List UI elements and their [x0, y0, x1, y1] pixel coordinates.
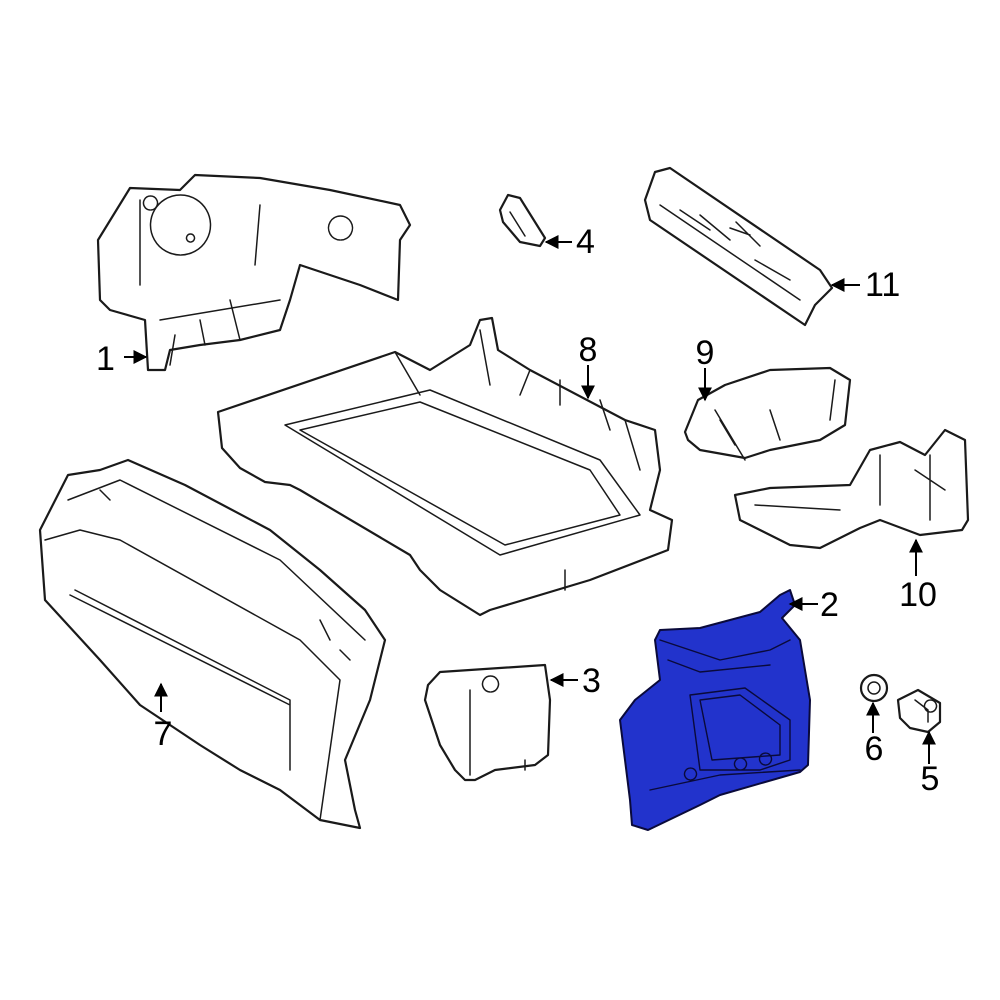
callout-2: 2 [820, 586, 839, 624]
callout-5: 5 [921, 760, 940, 798]
part-11-sill-trim[interactable] [643, 166, 834, 327]
part-2-fill [619, 589, 811, 831]
part-3-cover-panel[interactable] [423, 663, 552, 782]
callout-1: 1 [96, 340, 115, 378]
part-8-trunk-floor[interactable] [216, 316, 674, 617]
part-10-side-bracket[interactable] [733, 428, 970, 550]
callout-leaders [124, 235, 936, 764]
part-9-storage-bracket[interactable] [683, 366, 852, 461]
callout-10: 10 [899, 576, 937, 614]
part-4-cargo-hook[interactable] [498, 193, 547, 248]
part-6-grommet[interactable] [859, 673, 889, 703]
callout-11: 11 [865, 266, 900, 304]
part-2-quarter-trim-panel[interactable] [619, 589, 811, 831]
part-1-wheelhouse-panel[interactable] [96, 173, 412, 372]
callout-3: 3 [582, 662, 601, 700]
callout-labels: 1 2 3 4 5 6 7 8 9 10 11 [96, 223, 939, 798]
callout-6: 6 [865, 730, 884, 768]
callout-7: 7 [154, 715, 173, 753]
part-5-push-clip[interactable] [896, 688, 942, 734]
callout-8: 8 [579, 331, 598, 369]
part-7-rear-shelf[interactable] [38, 458, 387, 830]
callout-9: 9 [696, 334, 715, 372]
callout-4: 4 [576, 223, 595, 261]
